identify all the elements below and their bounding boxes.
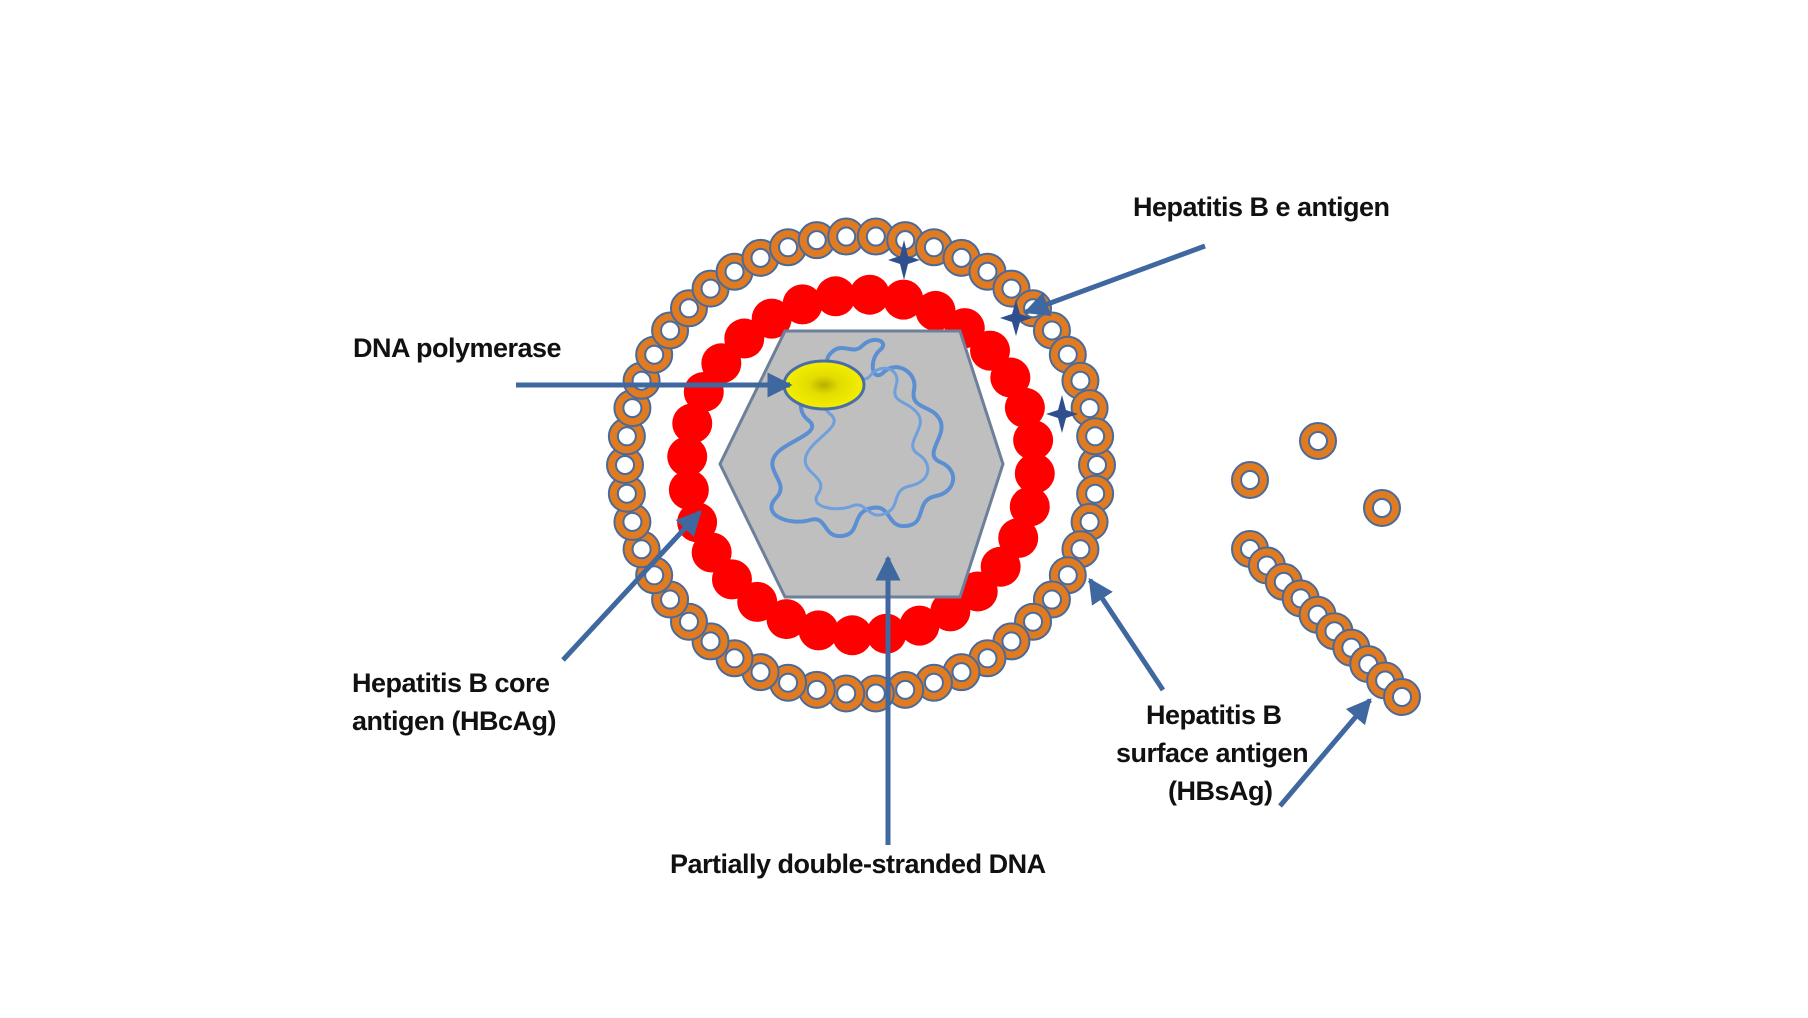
dna-strand-inner (803, 366, 930, 517)
surface-antigen-particle (1231, 461, 1269, 499)
surface-antigen-particle (914, 663, 953, 702)
surface-antigen-particle (1383, 678, 1421, 716)
surface-antigen-particle (797, 670, 836, 709)
surface-antigen-particle (1363, 489, 1401, 527)
core-antigen-particle (990, 357, 1031, 398)
pointer-arrows (516, 243, 1372, 845)
surface-antigen-particle (769, 228, 808, 267)
surface-antigen-particle (691, 269, 730, 308)
core-antigen-particle (724, 318, 765, 359)
free-surface-antigen-particles (1231, 422, 1421, 716)
core-antigen-particle (915, 290, 956, 331)
core-antigen-particle (930, 591, 971, 632)
surface-antigen-particle (1061, 530, 1100, 569)
label-surface-antigen-line2: surface antigen (1116, 738, 1308, 768)
core-antigen-particle (1014, 453, 1055, 494)
e-antigen-star (1000, 300, 1032, 336)
core-antigen-particle (798, 610, 839, 651)
surface-antigen-particle (607, 474, 646, 513)
e-antigen-star (1046, 395, 1078, 433)
core-antigen-particle (766, 599, 807, 640)
core-antigen-particle (1013, 420, 1054, 461)
surface-antigen-particle (1078, 446, 1116, 484)
label-surface-antigen-line3: (HBsAg) (1168, 776, 1273, 806)
core-antigen-particle (668, 469, 709, 510)
core-antigen-particle (849, 274, 890, 315)
e-antigen-star (888, 240, 920, 280)
core-antigen-particle (691, 532, 732, 573)
surface-antigen-envelope (606, 217, 1116, 713)
core-antigen-ring (667, 274, 1055, 656)
arrow-surface-antigen-virion (1087, 577, 1166, 692)
label-core-antigen-line1: Hepatitis B core (352, 668, 550, 698)
core-antigen-particle (883, 279, 924, 320)
e-antigen-markers (888, 240, 1078, 433)
core-antigen-particle (672, 403, 713, 444)
core-antigen-particle (751, 298, 792, 339)
surface-antigen-particle (1299, 422, 1337, 460)
label-dna: Partially double-stranded DNA (670, 849, 1046, 879)
label-e-antigen: Hepatitis B e antigen (1133, 192, 1390, 222)
core-antigen-particle (667, 436, 708, 477)
surface-antigen-particle (886, 670, 925, 709)
label-core-antigen-line2: antigen (HBcAg) (352, 706, 556, 736)
core-antigen-particle (782, 284, 823, 325)
dna-strand (769, 337, 956, 539)
surface-antigen-particle (797, 221, 836, 260)
surface-antigen-particle (1076, 474, 1115, 513)
dna-polymerase-blob (782, 359, 866, 411)
surface-antigen-particle (1070, 389, 1109, 428)
surface-antigen-particle (856, 217, 895, 256)
core-antigen-particle (832, 615, 873, 656)
arrow-core-antigen (561, 510, 702, 662)
core-antigen-particle (957, 571, 998, 612)
core-antigen-particle (683, 371, 724, 412)
surface-antigen-particle (827, 674, 866, 713)
surface-antigen-particle (942, 653, 981, 692)
core-antigen-particle (815, 276, 856, 317)
surface-antigen-particle (827, 217, 866, 256)
capsid-hexagon (718, 329, 1005, 599)
arrow-e-antigen (1023, 243, 1206, 316)
core-antigen-particle (998, 518, 1039, 559)
label-surface-antigen-line1: Hepatitis B (1146, 700, 1282, 730)
arrow-surface-antigen-free (1278, 698, 1372, 808)
surface-antigen-particle (1076, 417, 1115, 456)
core-antigen-particle (899, 605, 940, 646)
core-antigen-particle (1009, 486, 1050, 527)
surface-antigen-particle (886, 221, 925, 260)
label-dna-polymerase: DNA polymerase (353, 333, 562, 363)
core-antigen-particle (1004, 387, 1045, 428)
